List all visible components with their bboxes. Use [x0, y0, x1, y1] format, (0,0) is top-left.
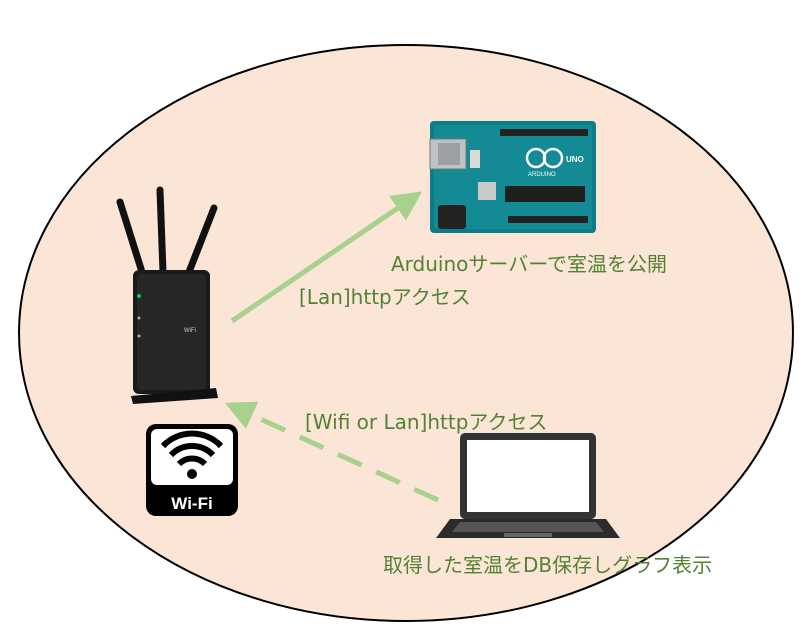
wifi-logo-icon: Wi-Fi	[146, 424, 238, 516]
laptop-icon	[436, 433, 620, 538]
router-brand-text: WiFi	[184, 328, 196, 334]
arduino-brand-text: ARDUINO	[528, 172, 556, 178]
pc-action-label: 取得した室温をDB保存しグラフ表示	[383, 553, 713, 577]
wifi-lan-access-label: [Wifi or Lan]httpアクセス	[305, 410, 548, 434]
wifi-logo-text: Wi-Fi	[171, 494, 212, 513]
arduino-logo-text: UNO	[566, 155, 584, 164]
arduino-label: Arduinoサーバーで室温を公開	[391, 252, 667, 276]
lan-access-arrow	[230, 191, 423, 324]
lan-access-label: [Lan]httpアクセス	[299, 285, 471, 309]
router-icon: WiFi	[116, 186, 218, 404]
arduino-board-icon: UNO ARDUINO	[429, 121, 596, 233]
wifi-access-arrow	[224, 401, 440, 503]
